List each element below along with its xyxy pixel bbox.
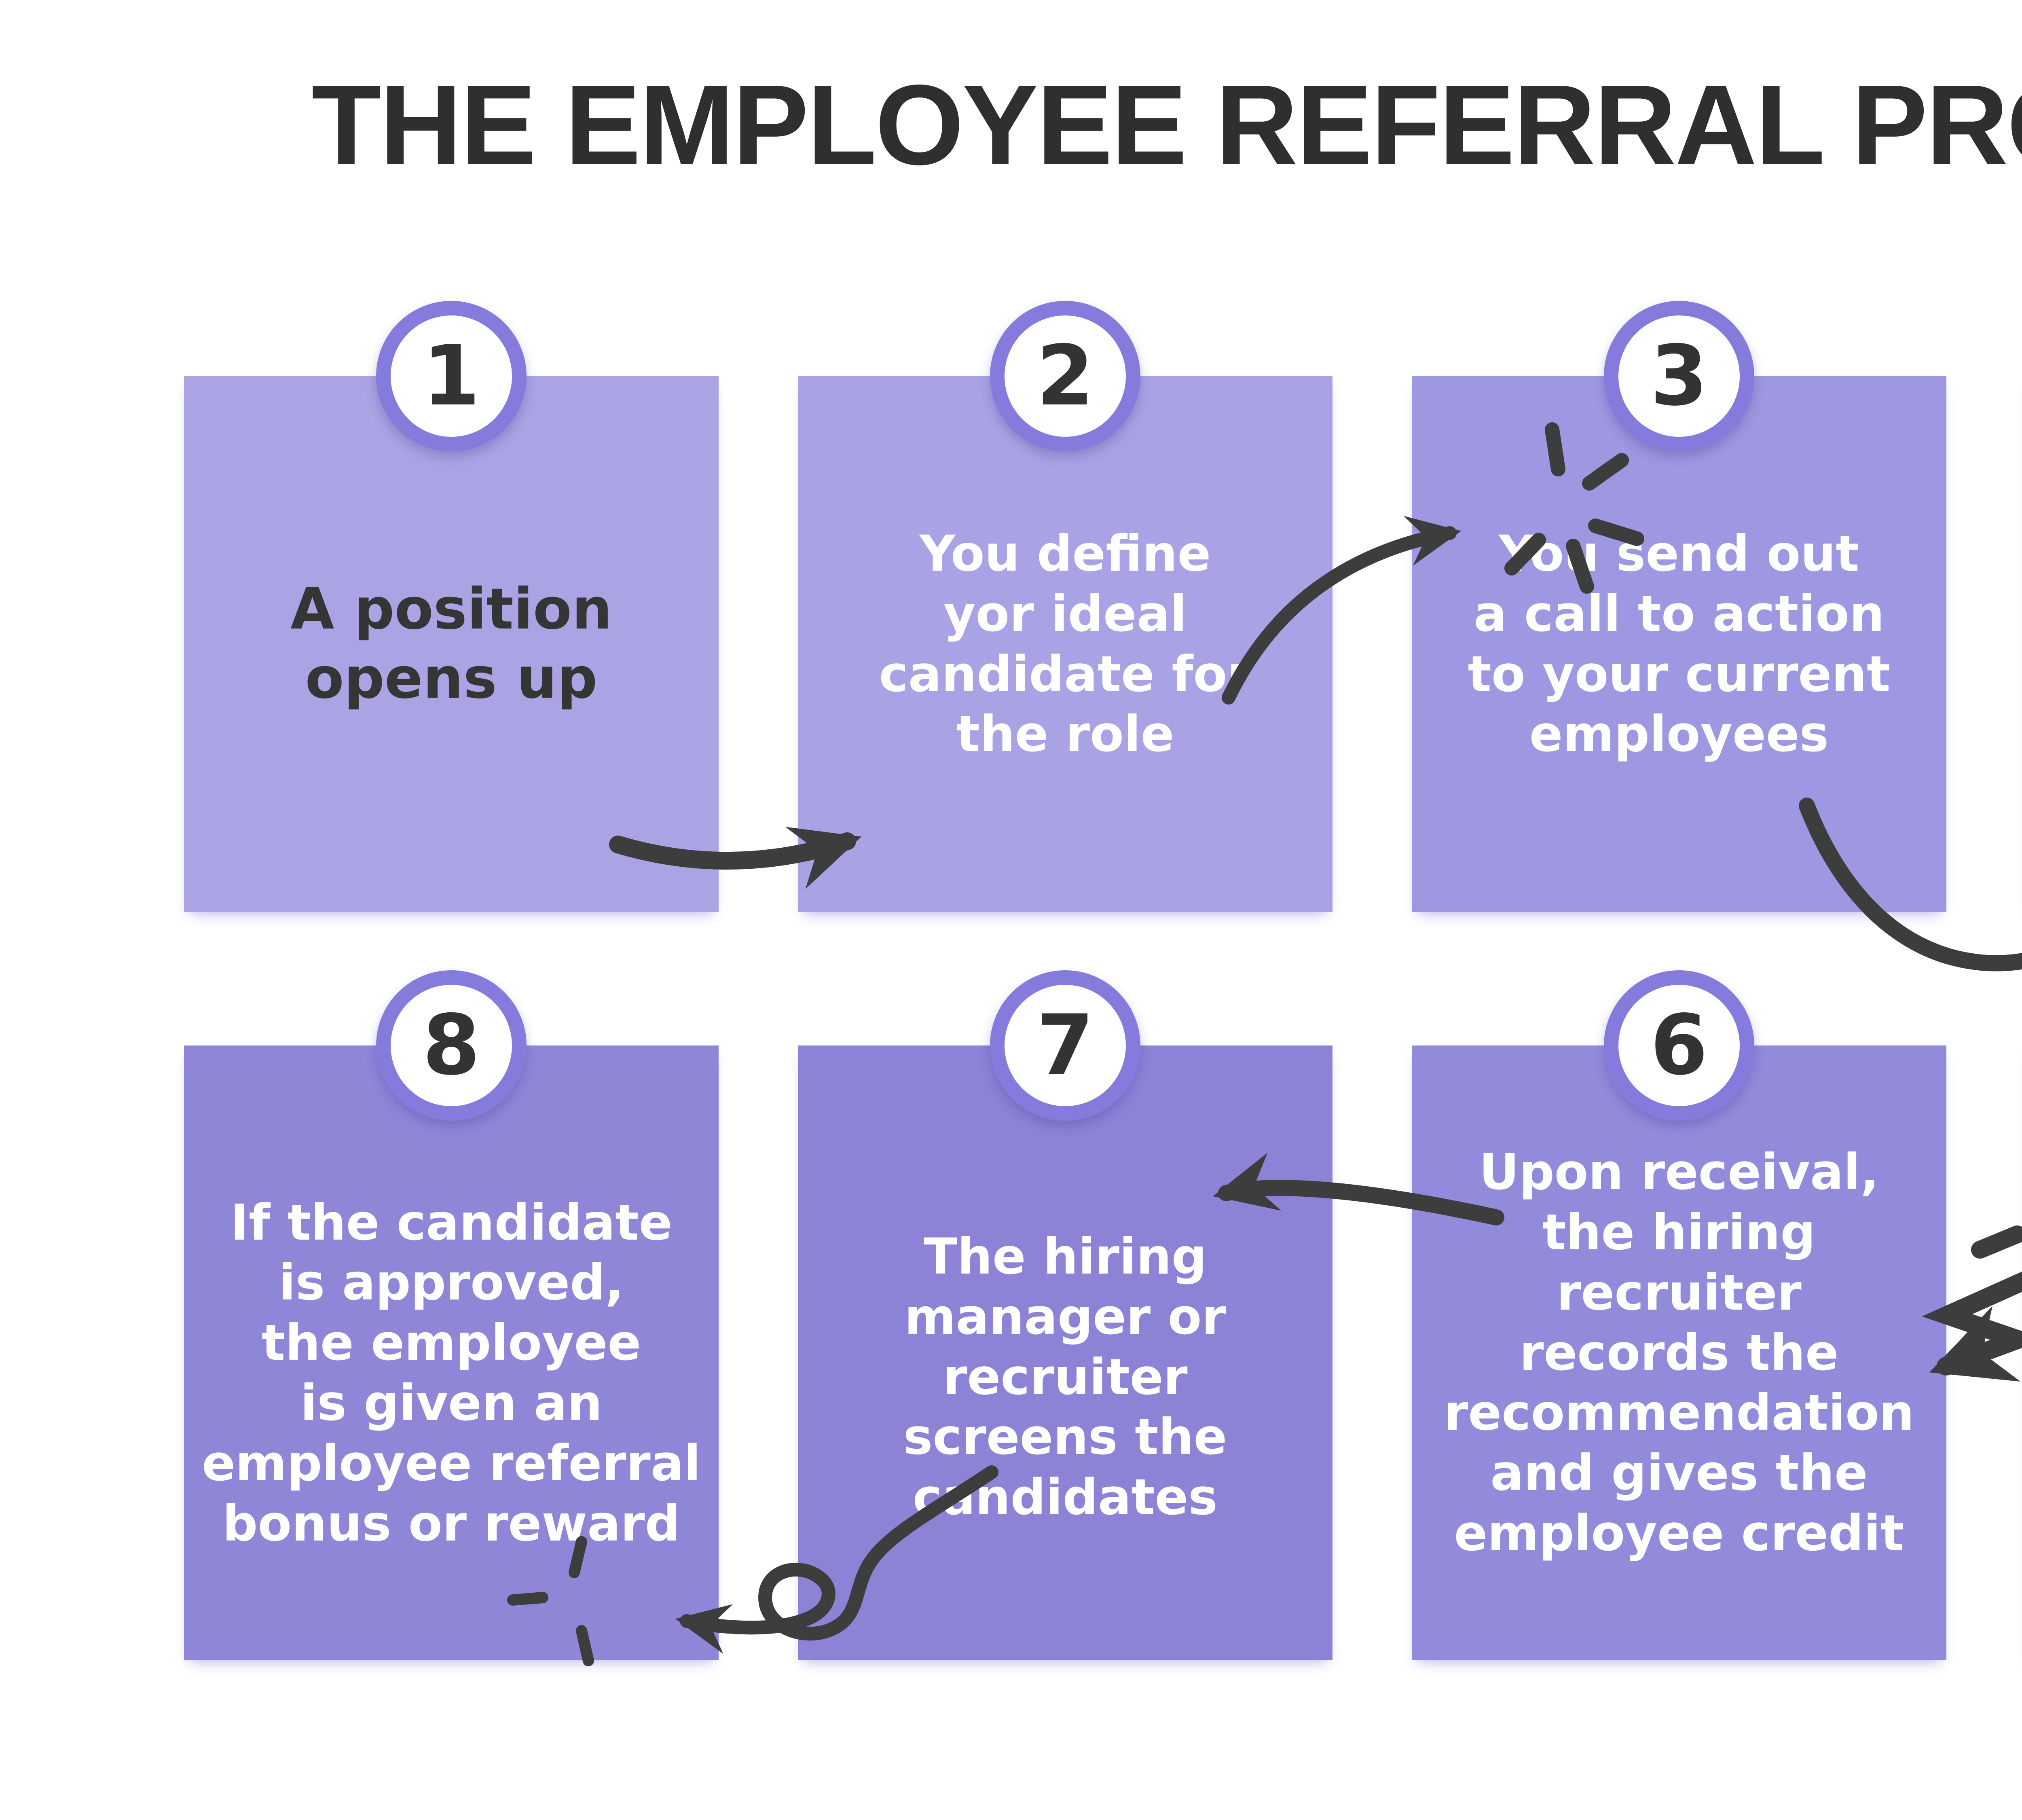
step-3-label: You send out a call to action to your cu… bbox=[1468, 525, 1891, 763]
step-3-number: 3 bbox=[1650, 328, 1708, 424]
arrow-step5-to-step6-icon bbox=[1922, 1225, 2022, 1382]
step-7-label: The hiring manager or recruiter screens … bbox=[903, 1227, 1227, 1526]
step-8-label: If the candidate is approved, the employ… bbox=[202, 1194, 701, 1552]
step-6-label: Upon receival, the hiring recruiter reco… bbox=[1444, 1143, 1914, 1562]
step-7-number: 7 bbox=[1036, 997, 1094, 1094]
step-1-number: 1 bbox=[422, 328, 480, 424]
step-card-7: 7 The hiring manager or recruiter screen… bbox=[798, 970, 1332, 1660]
step-card-8: 8 If the candidate is approved, the empl… bbox=[184, 970, 719, 1660]
step-6-number: 6 bbox=[1650, 997, 1708, 1094]
step-card-3: 3 You send out a call to action to your … bbox=[1412, 301, 1946, 912]
step-2-label: You define yor ideal candidate for the r… bbox=[879, 525, 1252, 763]
step-card-6: 6 Upon receival, the hiring recruiter re… bbox=[1412, 970, 1946, 1660]
step-2-number: 2 bbox=[1036, 328, 1094, 424]
step-1-label: A position opens up bbox=[290, 576, 612, 711]
step-8-number: 8 bbox=[422, 997, 480, 1094]
step-card-2: 2 You define yor ideal candidate for the… bbox=[798, 301, 1332, 912]
step-card-1: 1 A position opens up bbox=[184, 301, 719, 912]
page-title: THE EMPLOYEE REFERRAL PROCESS bbox=[311, 61, 2022, 188]
